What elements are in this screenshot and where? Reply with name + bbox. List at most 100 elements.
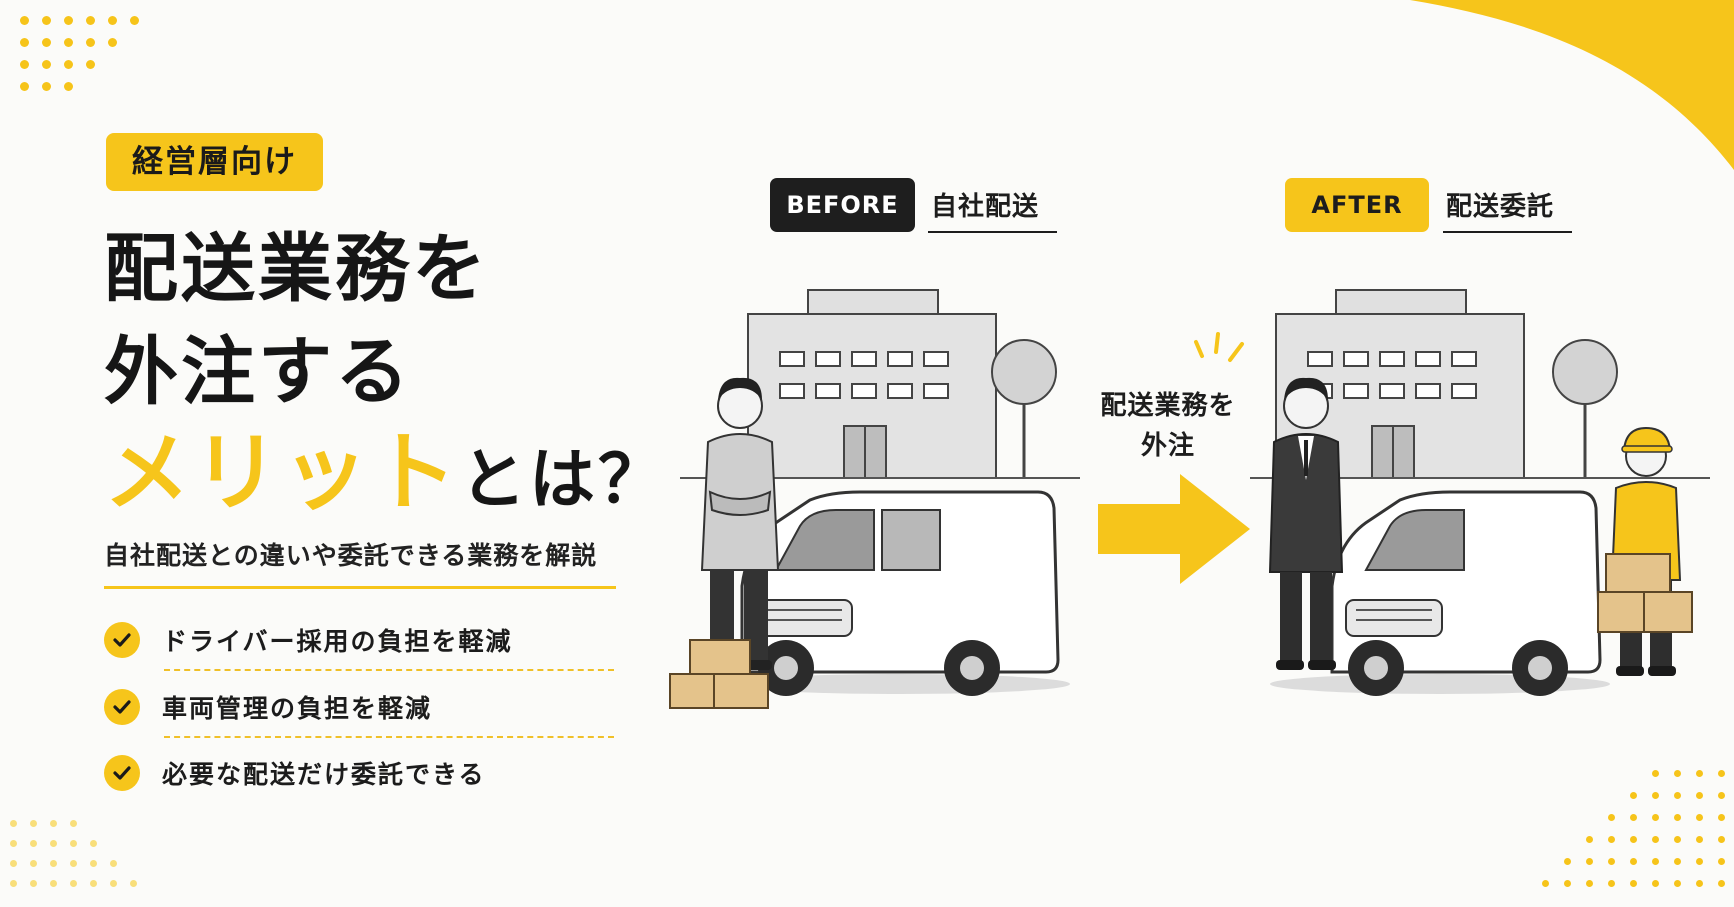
decorative-dot bbox=[108, 16, 117, 25]
decorative-dot bbox=[1652, 858, 1659, 865]
decorative-dot bbox=[42, 16, 51, 25]
decorative-dot bbox=[1608, 814, 1615, 821]
decorative-dot bbox=[110, 880, 117, 887]
feature-divider bbox=[164, 736, 614, 738]
decorative-dot bbox=[64, 60, 73, 69]
decorative-dot bbox=[1674, 792, 1681, 799]
decorative-dot bbox=[1696, 836, 1703, 843]
decorative-dot bbox=[10, 860, 17, 867]
decorative-dot bbox=[90, 840, 97, 847]
decorative-dot bbox=[86, 16, 95, 25]
decorative-dot bbox=[50, 820, 57, 827]
decorative-dot bbox=[1718, 814, 1725, 821]
decorative-dot bbox=[1630, 836, 1637, 843]
corner-blob-decoration bbox=[1410, 0, 1734, 170]
decorative-dot bbox=[1652, 880, 1659, 887]
center-caption: 配送業務を 外注 bbox=[1068, 386, 1268, 466]
title-line-2: 外注する bbox=[104, 329, 412, 415]
decorative-dot bbox=[1586, 858, 1593, 865]
decorative-dot bbox=[42, 60, 51, 69]
decorative-dot bbox=[50, 860, 57, 867]
decorative-dot bbox=[20, 60, 29, 69]
decorative-dot bbox=[90, 860, 97, 867]
title-highlight: メリット bbox=[104, 423, 460, 523]
decorative-dot bbox=[1674, 880, 1681, 887]
decorative-dot bbox=[20, 16, 29, 25]
decorative-dot bbox=[1652, 770, 1659, 777]
decorative-dot bbox=[64, 16, 73, 25]
decorative-dot bbox=[1652, 836, 1659, 843]
decorative-dot bbox=[1674, 858, 1681, 865]
decorative-dot bbox=[42, 38, 51, 47]
decorative-dot bbox=[1696, 814, 1703, 821]
decorative-dot bbox=[30, 860, 37, 867]
decorative-dot bbox=[1718, 858, 1725, 865]
decorative-dot bbox=[70, 840, 77, 847]
decorative-dot bbox=[30, 820, 37, 827]
decorative-dot bbox=[70, 820, 77, 827]
feature-item: 車両管理の負担を軽減 bbox=[104, 687, 616, 727]
decorative-dot bbox=[1586, 880, 1593, 887]
decorative-dot bbox=[1674, 770, 1681, 777]
decorative-dot bbox=[1696, 770, 1703, 777]
feature-text: 必要な配送だけ委託できる bbox=[162, 760, 486, 789]
tree-icon bbox=[991, 339, 1057, 478]
decorative-dot bbox=[86, 60, 95, 69]
title-line-3: メリットとは？ bbox=[104, 430, 667, 516]
decorative-dot bbox=[1630, 858, 1637, 865]
decorative-dot bbox=[1630, 814, 1637, 821]
cardboard-box-icon bbox=[669, 639, 769, 709]
before-illustration bbox=[669, 289, 1080, 709]
decorative-dot bbox=[10, 840, 17, 847]
tree-icon bbox=[1552, 339, 1618, 478]
decorative-dot bbox=[10, 880, 17, 887]
feature-item: 必要な配送だけ委託できる bbox=[104, 753, 616, 793]
building-icon bbox=[747, 289, 997, 479]
decorative-dot bbox=[1718, 770, 1725, 777]
decorative-dot bbox=[130, 16, 139, 25]
decorative-dot bbox=[1542, 880, 1549, 887]
check-icon bbox=[104, 689, 140, 725]
decorative-dot bbox=[1652, 814, 1659, 821]
after-label: 配送委託 bbox=[1443, 186, 1572, 233]
highlight-burst-icon bbox=[1194, 332, 1244, 362]
center-caption-line-1: 配送業務を bbox=[1100, 391, 1236, 421]
decorative-dot bbox=[1586, 836, 1593, 843]
feature-text: 車両管理の負担を軽減 bbox=[162, 694, 433, 723]
decorative-dot bbox=[108, 38, 117, 47]
title-line-1: 配送業務を bbox=[104, 226, 489, 312]
decorative-dot bbox=[50, 880, 57, 887]
decorative-dot bbox=[1608, 880, 1615, 887]
decorative-dot bbox=[1564, 858, 1571, 865]
before-badge: BEFORE bbox=[770, 178, 915, 232]
delivery-van-icon bbox=[1270, 490, 1610, 696]
decorative-dot bbox=[20, 38, 29, 47]
decorative-dot bbox=[70, 860, 77, 867]
title-line-3-rest: とは？ bbox=[460, 441, 667, 518]
decorative-dot bbox=[1718, 880, 1725, 887]
decorative-dot bbox=[10, 820, 17, 827]
audience-tag: 経営層向け bbox=[106, 133, 323, 191]
decorative-dot bbox=[1608, 858, 1615, 865]
before-label: 自社配送 bbox=[928, 186, 1057, 233]
decorative-dot bbox=[1608, 836, 1615, 843]
decorative-dot bbox=[1696, 858, 1703, 865]
decorative-dot bbox=[64, 82, 73, 91]
decorative-dot bbox=[64, 38, 73, 47]
subtitle: 自社配送との違いや委託できる業務を解説 bbox=[104, 536, 616, 589]
decorative-dot bbox=[90, 880, 97, 887]
decorative-dot bbox=[30, 880, 37, 887]
check-icon bbox=[104, 755, 140, 791]
decorative-dot bbox=[1718, 792, 1725, 799]
decorative-dot bbox=[1564, 880, 1571, 887]
after-badge: AFTER bbox=[1285, 178, 1429, 232]
feature-divider bbox=[164, 669, 614, 671]
decorative-dot bbox=[1674, 836, 1681, 843]
decorative-dot bbox=[42, 82, 51, 91]
decorative-dot bbox=[20, 82, 29, 91]
decorative-dot bbox=[70, 880, 77, 887]
check-icon bbox=[104, 622, 140, 658]
decorative-dot bbox=[86, 38, 95, 47]
decorative-dot bbox=[130, 880, 137, 887]
cardboard-box-icon bbox=[1597, 553, 1693, 633]
